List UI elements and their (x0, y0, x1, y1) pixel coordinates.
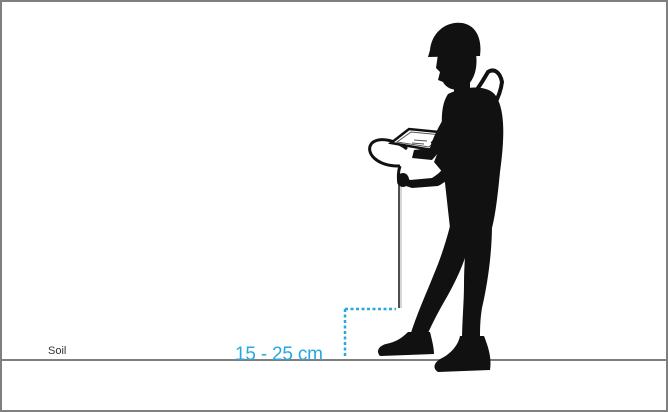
operator-silhouette (378, 23, 503, 372)
soil-probe (370, 140, 407, 308)
